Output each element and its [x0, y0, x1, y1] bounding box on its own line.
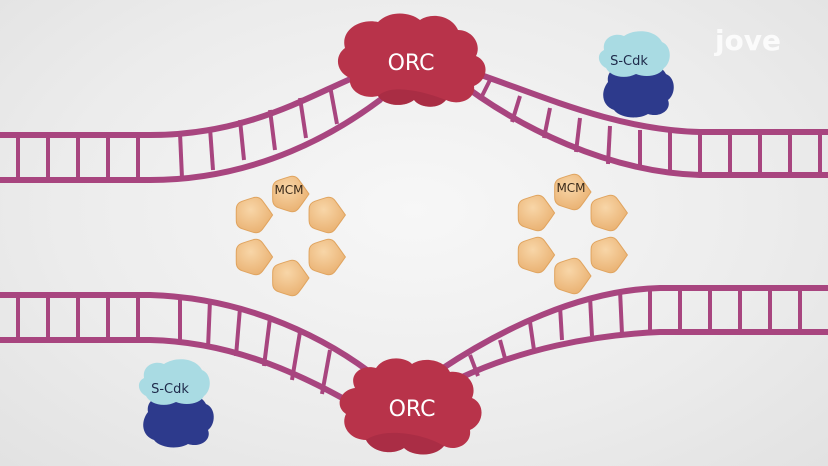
mcm-subunit	[517, 194, 556, 232]
orc-bottom-label: ORC	[389, 397, 436, 422]
mcm-subunit	[590, 236, 629, 274]
jove-logo-text: jove	[714, 24, 781, 57]
base-pair-rung	[234, 307, 242, 357]
mcm-subunit	[554, 173, 592, 211]
base-pair-rung	[328, 85, 339, 125]
mcm-subunit	[308, 238, 347, 276]
dna-bottom-strand-lower	[0, 329, 828, 408]
dna-bottom	[0, 285, 828, 408]
mcm-subunit	[272, 259, 310, 297]
base-pair-rung	[268, 109, 277, 151]
scdk-top-complex: S-Cdk	[598, 31, 674, 118]
mcm-subunit	[517, 236, 556, 274]
base-pair-rung	[588, 295, 594, 337]
orc-bottom-complex: ORC	[339, 358, 482, 455]
mcm-subunit	[235, 238, 274, 276]
base-pair-rung	[206, 299, 212, 349]
dna-top	[0, 65, 828, 183]
mcm-left-label: MCM	[274, 183, 303, 197]
base-pair-rung	[238, 119, 246, 161]
mcm-subunit	[590, 194, 629, 232]
mcm-right-label: MCM	[556, 181, 585, 195]
orc-top-complex: ORC	[337, 13, 486, 107]
scdk-bottom-complex: S-Cdk	[138, 359, 214, 448]
base-pair-rung	[208, 127, 215, 171]
base-pair-rung	[178, 132, 184, 179]
mcm-right-ring: MCM	[517, 173, 629, 295]
orc-top-label: ORC	[388, 51, 435, 76]
dna-bottom-strand-upper	[0, 285, 828, 383]
scdk-bottom-label: S-Cdk	[151, 382, 189, 397]
base-pair-rung	[618, 289, 624, 335]
mcm-subunit	[272, 175, 310, 213]
base-pair-rung	[298, 97, 308, 139]
dna-top-strand-upper	[0, 65, 828, 138]
base-pair-rung	[558, 305, 564, 341]
base-pair-rung	[528, 321, 536, 351]
mcm-subunit	[554, 257, 592, 295]
base-pair-rung	[262, 317, 272, 367]
jove-logo: jove	[714, 24, 781, 57]
mcm-subunit	[235, 196, 274, 234]
mcm-left-ring: MCM	[235, 175, 347, 297]
mcm-subunit	[308, 196, 347, 234]
dna-top-strand-lower	[0, 72, 828, 183]
scdk-top-label: S-Cdk	[610, 54, 648, 69]
